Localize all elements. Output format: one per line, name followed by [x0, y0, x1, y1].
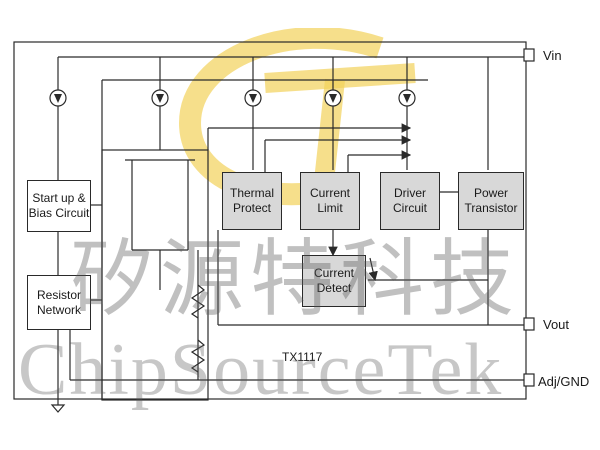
amplifier-block	[101, 149, 209, 401]
vout-label: Vout	[543, 317, 570, 332]
chip-name: TX1117	[282, 350, 323, 364]
vin-label: Vin	[543, 48, 562, 63]
power-transistor-block: Power Transistor	[458, 172, 524, 230]
chip-outline	[13, 41, 527, 400]
startup-bias-block: Start up & Bias Circuit	[27, 180, 91, 232]
current-detect-label: Current Detect	[313, 266, 354, 295]
current-limit-label: Current Limit	[309, 186, 350, 215]
driver-circuit-label: Driver Circuit	[392, 186, 427, 215]
current-detect-block: Current Detect	[302, 255, 366, 307]
thermal-protect-block: Thermal Protect	[222, 172, 282, 230]
driver-circuit-block: Driver Circuit	[380, 172, 440, 230]
vout-pin	[523, 317, 535, 331]
startup-bias-label: Start up & Bias Circuit	[28, 191, 90, 220]
power-transistor-label: Power Transistor	[464, 186, 518, 215]
adj-gnd-label: Adj/GND	[538, 374, 590, 389]
adj-pin	[523, 373, 535, 387]
current-limit-block: Current Limit	[300, 172, 360, 230]
resistor-network-block: Resistor Network	[27, 275, 91, 330]
vin-pin	[523, 48, 535, 62]
thermal-protect-label: Thermal Protect	[229, 186, 274, 215]
current-source-icons	[49, 89, 416, 107]
resistor-network-label: Resistor Network	[36, 287, 81, 317]
